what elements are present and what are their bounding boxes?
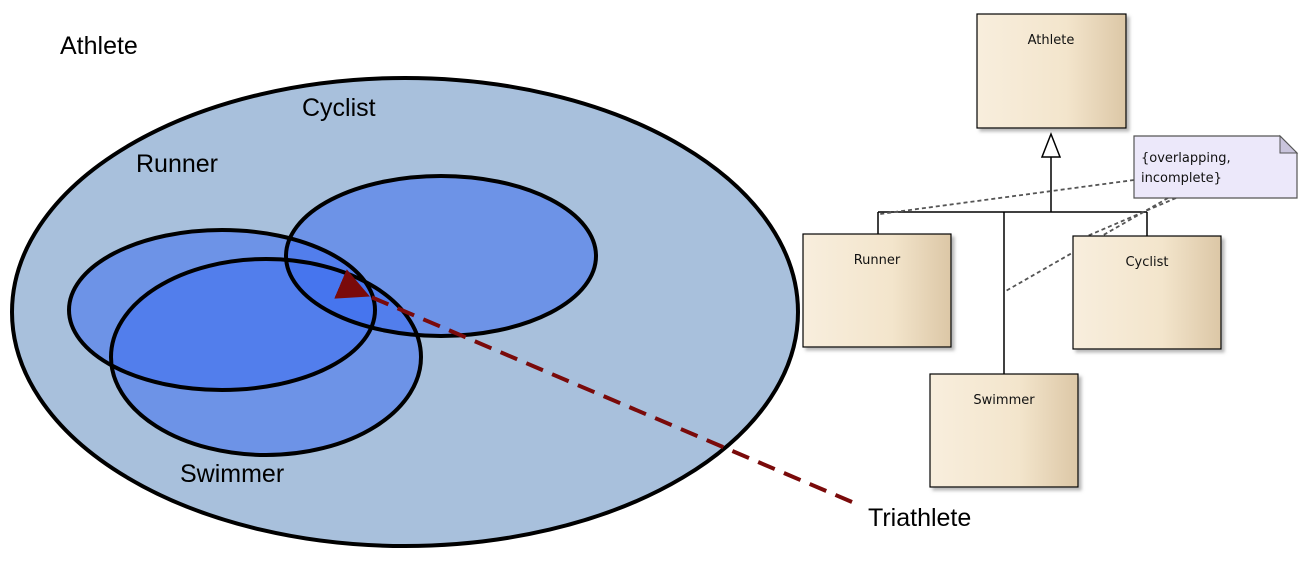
athlete-set-label: Athlete [60,32,138,60]
runner-set-outline [67,228,377,392]
swimmer-set-label: Swimmer [180,460,284,488]
uml-class-cyclist-label: Cyclist [1125,255,1168,270]
uml-class-athlete-label: Athlete [1028,33,1075,48]
uml-class-swimmer[interactable]: Swimmer [929,373,1079,488]
cyclist-set-outline [284,174,598,338]
note-fold-icon [1279,134,1299,154]
generalization-arrowhead-icon [1040,131,1062,158]
runner-set-label: Runner [136,150,218,178]
note-line-2: incomplete} [1141,171,1222,186]
constraint-note[interactable]: {overlapping, incomplete} [1133,134,1299,199]
uml-class-athlete[interactable]: Athlete [976,13,1127,129]
generalization-lines [877,156,1148,374]
uml-diagram: Athlete Runner Cyclist Swimmer {overlapp… [802,13,1299,488]
venn-diagram: Athlete Cyclist Runner Swimmer Triathlet… [10,32,971,548]
note-line-1: {overlapping, [1141,151,1231,166]
uml-class-swimmer-label: Swimmer [973,393,1035,408]
swimmer-set-outline [109,257,423,457]
uml-class-cyclist[interactable]: Cyclist [1072,235,1222,350]
triathlete-pointer-arrow [334,269,853,504]
uml-class-runner[interactable]: Runner [802,233,952,348]
cyclist-set-label: Cyclist [302,94,376,122]
uml-class-runner-label: Runner [854,253,901,268]
triathlete-label: Triathlete [868,504,971,532]
